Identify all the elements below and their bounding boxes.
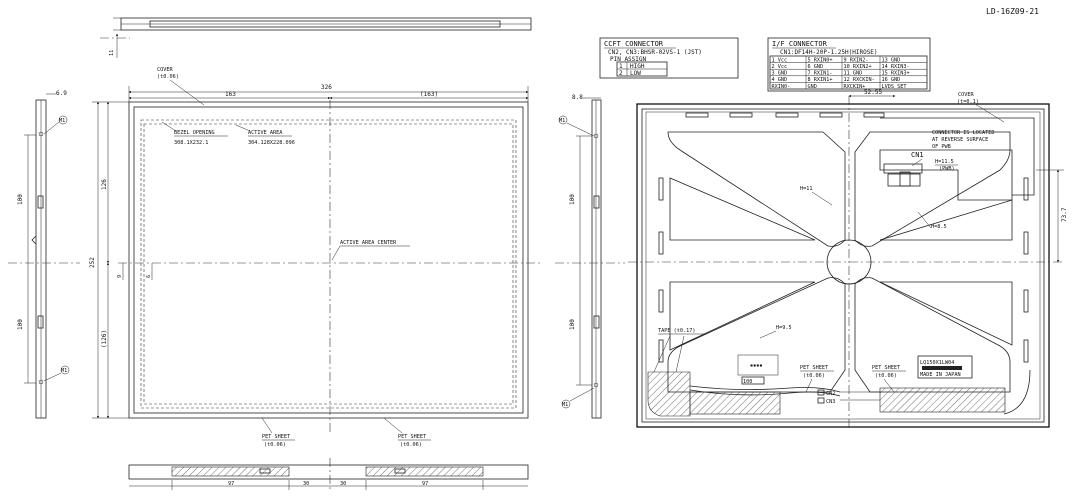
active-area-label: ACTIVE AREA bbox=[248, 130, 283, 136]
if-pin-cell: 12 RXCKIN- bbox=[844, 77, 875, 83]
h95-label: H=9.5 bbox=[776, 325, 792, 331]
ccft-name-2: LOW bbox=[630, 70, 641, 77]
ccft-connector-table: CCFT CONNECTOR CN2, CN3:BHSR-02VS-1 (JST… bbox=[599, 37, 739, 79]
back-dim-right: 73.7 bbox=[1061, 207, 1068, 222]
bottom-dim-a: 97 bbox=[228, 481, 234, 487]
ccft-name-1: HIGH bbox=[630, 63, 645, 70]
bottom-dim-d: 97 bbox=[422, 481, 428, 487]
if-pin-cell: LVDS_SET bbox=[882, 84, 907, 90]
if-line1: CN1:DF14H-20P-1.25H(HIROSE) bbox=[780, 49, 878, 56]
pet-a-label: PET SHEET bbox=[800, 365, 828, 371]
ccft-title: CCFT CONNECTOR bbox=[604, 40, 664, 48]
ccft-pin-2: 2 bbox=[619, 70, 623, 77]
if-pin-cell: 13 GND bbox=[882, 57, 901, 63]
if-pin-cell: GND bbox=[808, 84, 817, 90]
cn3-label: CN3 bbox=[826, 399, 835, 405]
front-small-dim-a: 9 bbox=[117, 275, 123, 278]
label-made-in: MADE IN JAPAN bbox=[920, 372, 961, 378]
left-marker-bottom: M1 bbox=[61, 368, 67, 374]
pet-b-label: PET SHEET bbox=[872, 365, 900, 371]
front-view: 326 163 (163) COVER (t0.06) BEZEL OPENIN… bbox=[89, 67, 540, 448]
if-connector-table: I/F CONNECTOR CN1:DF14H-20P-1.25H(HIROSE… bbox=[767, 37, 931, 92]
ccft-line1: CN2, CN3:BHSR-02VS-1 (JST) bbox=[608, 49, 702, 56]
back-dim-top: 52.55 bbox=[864, 89, 882, 96]
front-cover-label: COVER bbox=[157, 67, 173, 73]
h115-label: H=11.5 bbox=[935, 159, 954, 165]
left-marker-top: M1 bbox=[59, 118, 65, 124]
if-pin-cell: 11 GND bbox=[844, 71, 863, 77]
top-edge-view: 11 bbox=[100, 17, 532, 58]
if-pin-cell: 9 RXIN2- bbox=[844, 57, 869, 63]
if-pin-cell: 2 Vcc bbox=[772, 64, 788, 70]
bottom-dim-b: 30 bbox=[303, 481, 309, 487]
connector-note-3: OF PWB bbox=[932, 144, 951, 150]
bezel-opening-label: BEZEL OPENING bbox=[174, 130, 215, 136]
front-pet-right-label: PET SHEET bbox=[398, 434, 426, 440]
front-height-upper: 126 bbox=[101, 179, 108, 190]
if-pin-cell: 4 GND bbox=[772, 77, 788, 83]
back-view: CN1 H=11.5 (PWB) CONNECTOR IS LOCATED AT… bbox=[628, 89, 1068, 430]
if-pin-cell: 6 GND bbox=[808, 64, 824, 70]
back-cover-label: COVER bbox=[958, 92, 974, 98]
front-height-lower: (126) bbox=[101, 330, 108, 348]
front-height-total: 252 bbox=[89, 257, 96, 268]
if-pin-cell: 16 GND bbox=[882, 77, 901, 83]
right-side-view: 100 100 8.8 M1 M1 bbox=[555, 94, 625, 419]
back-cover-sub: (t=0.1) bbox=[957, 99, 979, 105]
small-label-box: ▪▪▪▪ bbox=[750, 363, 763, 369]
pet-b-sub: (t0.06) bbox=[875, 373, 897, 379]
if-pin-cell: 7 RXIN1- bbox=[808, 71, 833, 77]
connector-note-1: CONNECTOR IS LOCATED bbox=[932, 130, 994, 136]
front-small-dim-b: 6 bbox=[146, 275, 152, 278]
pwb-label: (PWB) bbox=[939, 166, 955, 172]
bottom-edge-view: 97 30 30 97 bbox=[128, 458, 529, 490]
front-width-left: 163 bbox=[225, 91, 236, 98]
if-pin-cell: RXCKIN+ bbox=[844, 84, 866, 90]
h11-label: H=11 bbox=[800, 186, 813, 192]
if-grid: 1 Vcc 5 RXIN0+ 9 RXIN2- 13 GND 2 Vcc 6 GND 10 … bbox=[772, 57, 910, 89]
top-thickness-dim: 11 bbox=[109, 50, 115, 56]
front-width-right: (163) bbox=[420, 91, 438, 98]
bezel-opening-value: 308.1X232.1 bbox=[174, 140, 208, 146]
active-area-center-label: ACTIVE AREA CENTER bbox=[340, 240, 397, 246]
if-pin-cell: 1 Vcc bbox=[772, 57, 788, 63]
connector-note-2: AT REVERSE SURFACE bbox=[932, 137, 988, 143]
if-pin-cell: 3 GND bbox=[772, 71, 788, 77]
tape-label: TAPE (t0.17) bbox=[658, 328, 695, 334]
if-title: I/F CONNECTOR bbox=[772, 40, 828, 48]
if-pin-cell: 8 RXIN1+ bbox=[808, 77, 833, 83]
active-area-value: 304.128X228.096 bbox=[248, 140, 295, 146]
right-marker-top: M1 bbox=[559, 118, 565, 124]
left-dim-lower: 100 bbox=[17, 319, 24, 330]
ccft-pin-1: 1 bbox=[619, 63, 623, 70]
right-dim-lower: 100 bbox=[569, 319, 576, 330]
left-top-dim: 6.9 bbox=[56, 90, 67, 97]
left-side-view: 100 100 6.9 M1 M1 bbox=[8, 90, 80, 419]
if-pin-cell: 10 RXIN2+ bbox=[844, 64, 872, 70]
cn2-label: CN2 bbox=[826, 391, 835, 397]
right-top-dim: 8.8 bbox=[572, 94, 583, 101]
front-pet-left-sub: (t0.06) bbox=[264, 442, 286, 448]
cn1-label: CN1 bbox=[911, 151, 924, 159]
pet-a-sub: (t0.06) bbox=[803, 373, 825, 379]
right-dim-upper: 100 bbox=[569, 194, 576, 205]
ccft-line2: PIN ASSIGN bbox=[610, 56, 647, 63]
front-pet-left-label: PET SHEET bbox=[262, 434, 290, 440]
label-model: LQ150X1LW04 bbox=[920, 360, 954, 366]
right-marker-bottom: M1 bbox=[562, 402, 568, 408]
front-width-total: 326 bbox=[321, 84, 332, 91]
h85-label: H=8.5 bbox=[931, 224, 947, 230]
back-small-dim: 100 bbox=[743, 379, 752, 385]
if-pin-cell: 5 RXIN0+ bbox=[808, 57, 833, 63]
left-dim-upper: 100 bbox=[17, 194, 24, 205]
front-pet-right-sub: (t0.06) bbox=[400, 442, 422, 448]
bottom-dim-c: 30 bbox=[340, 481, 346, 487]
doc-number: LD-16Z09-21 bbox=[986, 7, 1039, 16]
if-pin-cell: RXIN0- bbox=[772, 84, 791, 90]
if-pin-cell: 15 RXIN3+ bbox=[882, 71, 910, 77]
if-pin-cell: 14 RXIN3- bbox=[882, 64, 910, 70]
front-cover-sub: (t0.06) bbox=[157, 74, 179, 80]
